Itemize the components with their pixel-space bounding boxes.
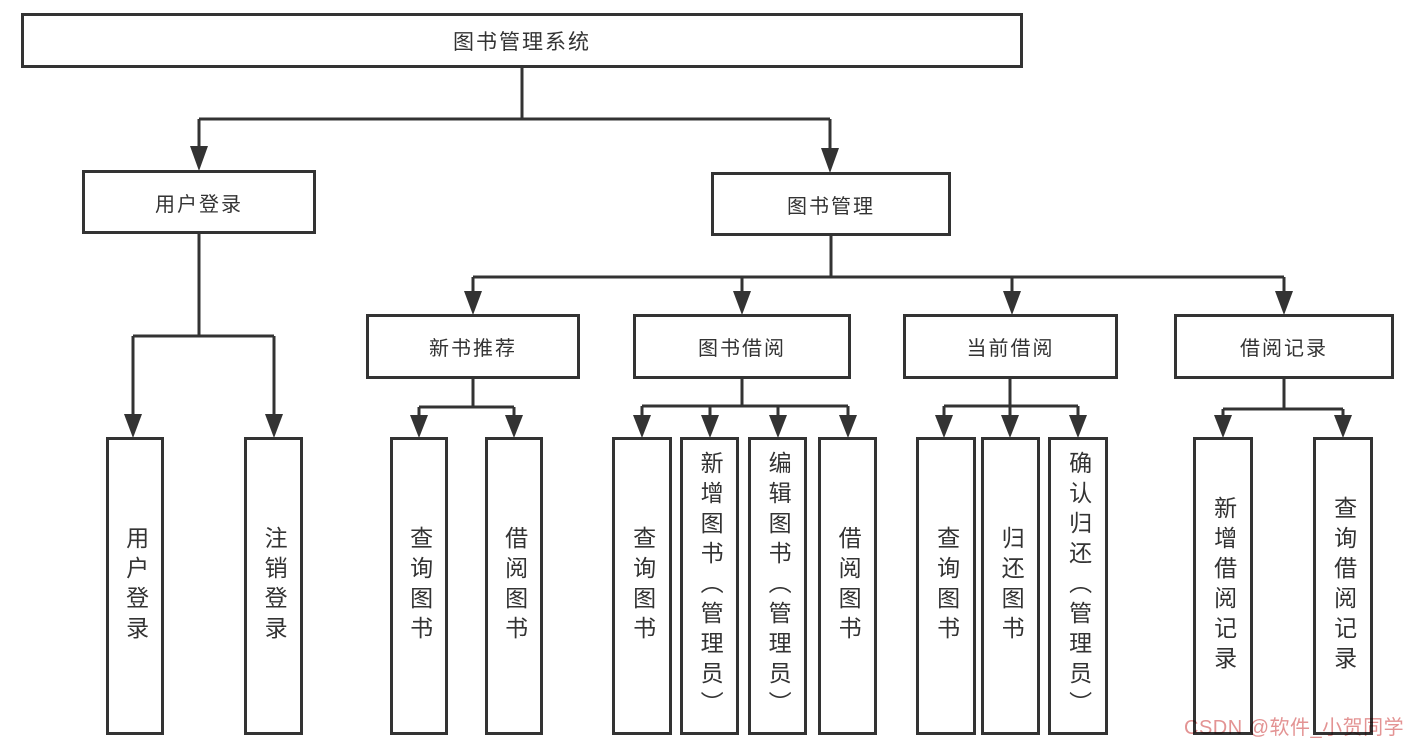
leaf-query-books-3: 查询图书 [916, 437, 976, 735]
connector-new-book [417, 379, 516, 417]
leaf-query-books-1-label: 查询图书 [406, 526, 433, 646]
connector-borrow-records [1221, 379, 1345, 417]
node-new-book-recommend-label: 新书推荐 [429, 338, 517, 360]
connector-book-mgmt [471, 236, 1286, 293]
leaf-edit-book-admin-label: 编辑图书（管理员） [765, 451, 792, 721]
arrow-down-icon-borrow-records [1214, 415, 1352, 438]
leaf-borrow-books-2-label: 借阅图书 [835, 526, 862, 646]
leaf-borrow-books-1-label: 借阅图书 [501, 526, 528, 646]
leaf-query-borrow-record: 查询借阅记录 [1313, 437, 1373, 735]
node-book-mgmt: 图书管理 [711, 172, 951, 236]
leaf-logout: 注销登录 [244, 437, 303, 735]
node-user-login-label: 用户登录 [155, 193, 243, 216]
arrow-down-icon-root [190, 146, 839, 173]
leaf-add-book-admin: 新增图书（管理员） [680, 437, 739, 735]
csdn-watermark: CSDN @软件_小贺同学 [1184, 717, 1405, 739]
root-node-system: 图书管理系统 [21, 13, 1023, 68]
root-node-label: 图书管理系统 [453, 30, 591, 54]
leaf-query-books-2-label: 查询图书 [629, 526, 656, 646]
node-current-borrow: 当前借阅 [903, 314, 1118, 379]
arrow-down-icon-book-borrow [633, 415, 857, 438]
leaf-query-borrow-record-label: 查询借阅记录 [1330, 496, 1357, 676]
node-borrow-records: 借阅记录 [1174, 314, 1394, 379]
leaf-confirm-return-admin-label: 确认归还（管理员） [1065, 451, 1092, 721]
node-current-borrow-label: 当前借阅 [966, 338, 1055, 360]
node-new-book-recommend: 新书推荐 [366, 314, 580, 379]
leaf-logout-label: 注销登录 [261, 526, 288, 646]
leaf-query-books-2: 查询图书 [612, 437, 672, 735]
leaf-user-login-label: 用户登录 [122, 526, 149, 646]
node-book-mgmt-label: 图书管理 [787, 195, 875, 218]
leaf-user-login: 用户登录 [106, 437, 164, 735]
arrow-down-icon-book-mgmt [464, 291, 1293, 315]
connector-user-login [131, 234, 276, 416]
connector-book-borrow [640, 379, 850, 417]
leaf-edit-book-admin: 编辑图书（管理员） [748, 437, 807, 735]
node-borrow-records-label: 借阅记录 [1240, 338, 1328, 360]
leaf-query-books-1: 查询图书 [390, 437, 448, 735]
leaf-add-borrow-record: 新增借阅记录 [1193, 437, 1253, 735]
node-book-borrow-label: 图书借阅 [698, 338, 786, 360]
node-book-borrow: 图书借阅 [633, 314, 851, 379]
arrow-down-icon-user-login [124, 414, 283, 438]
leaf-borrow-books-1: 借阅图书 [485, 437, 543, 735]
arrow-down-icon-new-book [410, 415, 523, 438]
node-user-login: 用户登录 [82, 170, 316, 234]
leaf-add-borrow-record-label: 新增借阅记录 [1210, 496, 1237, 676]
leaf-add-book-admin-label: 新增图书（管理员） [697, 451, 724, 721]
leaf-return-book: 归还图书 [981, 437, 1040, 735]
leaf-borrow-books-2: 借阅图书 [818, 437, 877, 735]
leaf-confirm-return-admin: 确认归还（管理员） [1048, 437, 1108, 735]
arrow-down-icon-current-borrow [935, 415, 1087, 438]
connector-current-borrow [942, 379, 1080, 417]
leaf-return-book-label: 归还图书 [998, 526, 1025, 646]
leaf-query-books-3-label: 查询图书 [933, 526, 960, 646]
connector-root [197, 68, 832, 150]
